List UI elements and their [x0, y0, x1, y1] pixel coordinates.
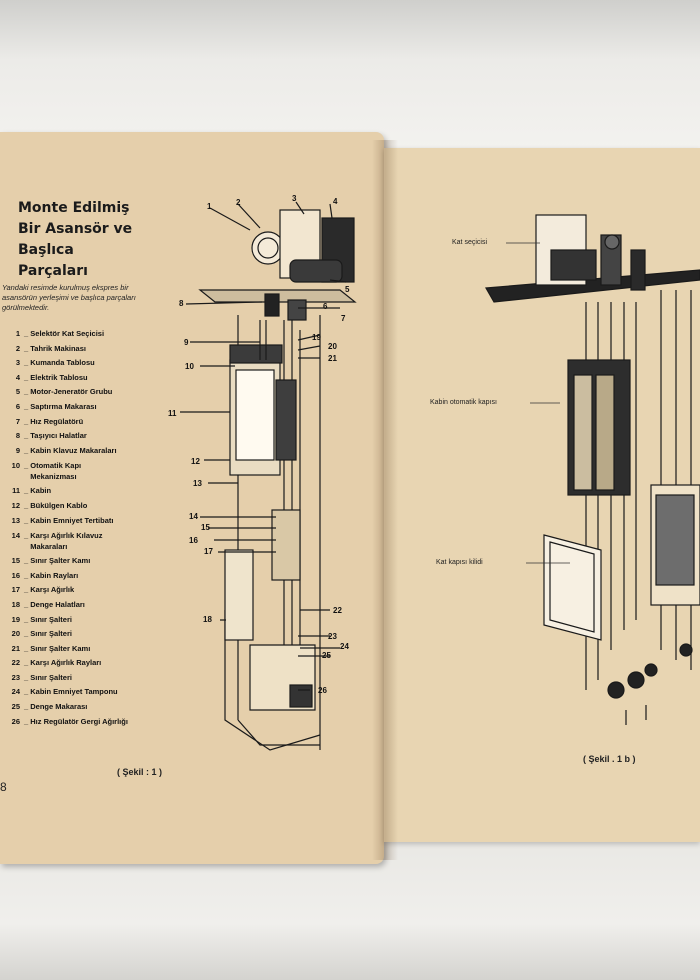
callout-label: 3 — [292, 194, 297, 203]
list-item: 9_ Kabin Klavuz Makaraları — [15, 445, 117, 455]
callout-label: 24 — [340, 642, 349, 651]
right-figure-caption: ( Şekil . 1 b ) — [583, 754, 636, 764]
list-item: 7_ Hız Regülatörü — [15, 416, 84, 426]
callout-label: 22 — [333, 606, 342, 615]
left-figure-caption: ( Şekil : 1 ) — [117, 767, 163, 777]
floor-selector-label: Kat seçicisi — [452, 239, 488, 246]
callout-label: 5 — [345, 285, 350, 294]
callout-label: 25 — [322, 651, 331, 660]
elevator-exploded-diagram — [485, 214, 700, 725]
list-item: 3_ Kumanda Tablosu — [15, 358, 95, 368]
callout-label: 26 — [318, 686, 327, 695]
list-item: 22_ Karşı Ağırlık Rayları — [11, 658, 102, 668]
list-item: 25_ Denge Makarası — [11, 702, 88, 712]
intro-text: Yandaki resimde kurulmuş ekspres bir asa… — [2, 283, 136, 312]
callout-label: 14 — [189, 512, 198, 521]
background-top — [0, 0, 700, 150]
list-item: 6_ Saptırma Makarası — [15, 401, 97, 411]
list-item: 21_ Sınır Şalter Kamı — [11, 643, 91, 653]
page-title: Monte Edilmiş Bir Asansör ve Başlıca Par… — [18, 200, 133, 279]
callout-label: 19 — [312, 333, 321, 342]
floor-door-lock-label: Kat kapısı kilidi — [436, 559, 483, 566]
list-item: 10_ Otomatik Kapı Mekanizması — [11, 461, 82, 482]
page-number: 8 — [0, 780, 7, 794]
list-item: 19_ Sınır Şalteri — [11, 614, 72, 624]
callout-label: 13 — [193, 479, 202, 488]
callout-label: 6 — [323, 302, 328, 311]
list-item: 12_ Bükülgen Kablo — [11, 500, 88, 510]
callout-label: 23 — [328, 632, 337, 641]
list-item: 23_ Sınır Şalteri — [11, 672, 72, 682]
list-item: 20_ Sınır Şalteri — [11, 629, 72, 639]
list-item: 15_ Sınır Şalter Kamı — [11, 556, 91, 566]
cabin-door-label: Kabin otomatik kapısı — [430, 399, 497, 406]
callout-label: 1 — [207, 202, 212, 211]
list-item: 16_ Kabin Rayları — [11, 570, 79, 580]
callout-label: 8 — [179, 299, 184, 308]
callout-label: 2 — [236, 198, 241, 207]
list-item: 14_ Karşı Ağırlık Kılavuz Makaraları — [11, 531, 103, 552]
callout-label: 10 — [185, 362, 194, 371]
callout-label: 7 — [341, 314, 346, 323]
list-item: 18_ Denge Halatları — [11, 599, 85, 609]
list-item: 8_ Taşıyıcı Halatlar — [15, 431, 87, 441]
callout-label: 11 — [168, 409, 177, 418]
list-item: 1_ Selektör Kat Seçicisi — [15, 329, 105, 338]
callout-label: 4 — [333, 197, 338, 206]
callout-label: 16 — [189, 536, 198, 545]
parts-list: 1_ Selektör Kat Seçicisi 2_ Tahrik Makin… — [2, 327, 172, 729]
callout-label: 9 — [184, 338, 189, 347]
callout-label: 18 — [203, 615, 212, 624]
callout-label: 12 — [191, 457, 200, 466]
list-item: 26_ Hız Regülatör Gergi Ağırlığı — [11, 716, 128, 726]
callout-label: 17 — [204, 547, 213, 556]
list-item: 4_ Elektrik Tablosu — [15, 372, 88, 382]
list-item: 5_ Motor-Jeneratör Grubu — [15, 387, 113, 397]
callout-label: 15 — [201, 523, 210, 532]
elevator-diagram — [180, 201, 357, 751]
callout-label: 21 — [328, 354, 337, 363]
list-item: 17_ Karşı Ağırlık — [11, 585, 75, 595]
list-item: 24_ Kabin Emniyet Tamponu — [11, 687, 118, 697]
list-item: 13_ Kabin Emniyet Tertibatı — [11, 515, 114, 525]
book-gutter — [372, 140, 398, 860]
callout-label: 20 — [328, 342, 337, 351]
list-item: 2_ Tahrik Makinası — [15, 343, 86, 353]
right-leader-lines — [506, 242, 570, 564]
list-item: 11_ Kabin — [12, 486, 52, 496]
